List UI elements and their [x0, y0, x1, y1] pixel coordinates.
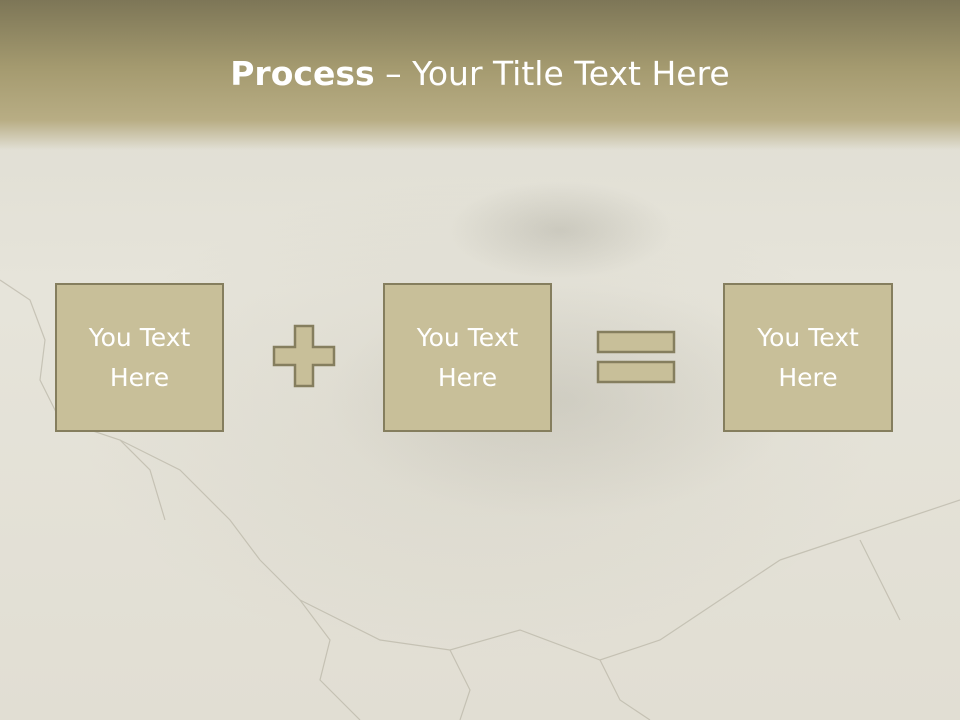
equals-icon: [596, 330, 676, 384]
title-rest: – Your Title Text Here: [374, 54, 730, 93]
process-box-1: You Text Here: [55, 283, 224, 432]
title-bold: Process: [230, 54, 375, 93]
process-box-2-label: You Text Here: [416, 322, 519, 392]
process-box-2: You Text Here: [383, 283, 552, 432]
plus-icon: [272, 324, 336, 388]
process-box-3-label: You Text Here: [757, 322, 859, 392]
slide-title: Process – Your Title Text Here: [0, 52, 960, 96]
title-bar: [0, 0, 960, 150]
process-box-1-label: You Text Here: [88, 322, 191, 392]
process-box-3: You Text Here: [723, 283, 893, 432]
